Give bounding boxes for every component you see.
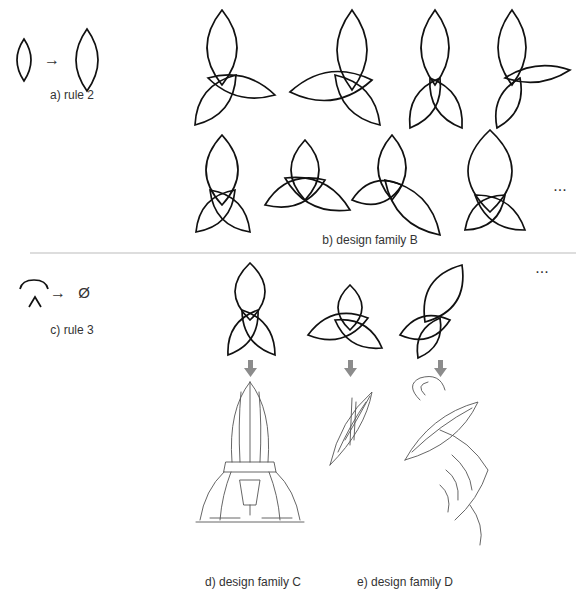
caption-label: a) rule 2: [50, 89, 94, 102]
lens-shape: [496, 78, 521, 128]
lens-shape: [335, 320, 382, 349]
lens-shape: [385, 180, 440, 235]
sketch-c: [196, 382, 304, 522]
rule-symbol: Ø: [78, 285, 90, 302]
lens-shape: [285, 177, 350, 210]
separator-line: [30, 253, 576, 254]
sketch-d2: [405, 377, 488, 546]
sketch-d1: [330, 392, 372, 465]
lens-shape: [242, 310, 275, 355]
rule-symbol: →: [44, 51, 60, 69]
down-arrows: [244, 360, 447, 377]
lens-shape: [210, 190, 250, 232]
ellipsis: ...: [553, 177, 566, 195]
lens-shape: [410, 78, 441, 128]
lens-shape: [352, 181, 402, 205]
lens-shape: [235, 263, 265, 320]
lens-shape: [207, 10, 237, 85]
lens-shape: [378, 135, 406, 200]
caption-label: b) design family B: [322, 234, 417, 247]
caption-label: d) design family C: [205, 576, 301, 589]
arc-cap-symbol: [20, 280, 48, 289]
lens-shape: [468, 130, 512, 212]
lens-shape: [424, 265, 463, 322]
lens-shape: [417, 318, 440, 358]
lens-shape: [208, 75, 275, 98]
lens-shape: [337, 10, 367, 90]
ellipsis: ...: [535, 259, 548, 277]
lens-shape: [505, 66, 570, 83]
lens-shape: [195, 75, 236, 125]
lens-shapes: [17, 10, 570, 358]
lens-shape: [421, 10, 449, 85]
lens-shape: [335, 75, 380, 125]
lens-shape: [17, 39, 31, 81]
caption-label: e) design family D: [357, 576, 453, 589]
rule-symbol: →: [50, 284, 66, 302]
lens-shape: [475, 195, 525, 230]
lens-shape: [430, 78, 462, 128]
point-symbol: [29, 297, 41, 307]
lens-shape: [76, 29, 98, 91]
caption-label: c) rule 3: [50, 324, 93, 337]
